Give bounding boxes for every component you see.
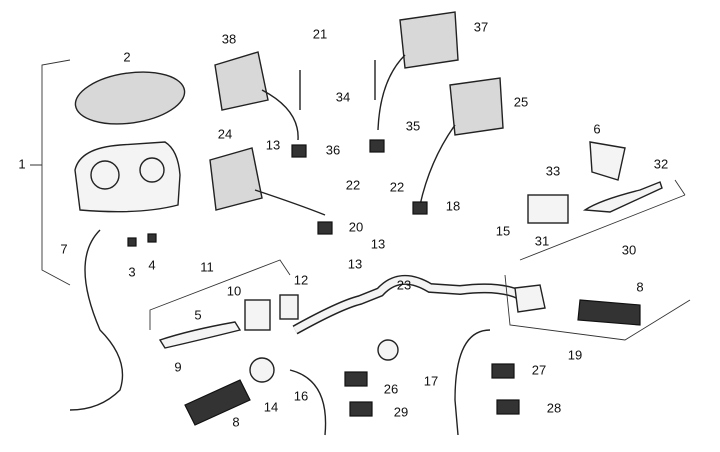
lever-bracket-12 xyxy=(244,299,271,331)
switch-28 xyxy=(496,399,520,415)
bolts-34 xyxy=(299,60,376,110)
mirror-25-arm xyxy=(419,124,456,206)
callout-20: 20 xyxy=(349,219,363,234)
mirror-38-arm xyxy=(261,89,299,141)
callout-21: 21 xyxy=(313,26,327,41)
speedometer-cable xyxy=(69,229,124,411)
callout-7: 7 xyxy=(60,241,67,256)
mirror-37 xyxy=(399,11,459,69)
callout-24: 24 xyxy=(218,126,232,141)
callout-25: 25 xyxy=(514,94,528,109)
group-bracket-1 xyxy=(30,59,71,286)
callout-35: 35 xyxy=(406,118,420,133)
throttle-housing xyxy=(514,284,546,313)
mirror-25 xyxy=(449,77,504,136)
callout-23: 23 xyxy=(397,277,411,292)
nut-4 xyxy=(147,233,157,243)
callout-34: 34 xyxy=(336,89,350,104)
callout-6: 6 xyxy=(593,121,600,136)
cable-16 xyxy=(289,369,327,436)
gauge-dial xyxy=(139,157,165,183)
speedometer-dial xyxy=(90,160,120,190)
handlebar-clamp xyxy=(377,339,399,361)
adapter-35 xyxy=(369,139,385,153)
callout-5: 5 xyxy=(194,307,201,322)
callout-3: 3 xyxy=(128,264,135,279)
nut-3 xyxy=(127,237,137,247)
callout-28: 28 xyxy=(547,400,561,415)
reservoir-cover-6 xyxy=(589,141,626,181)
clutch-lever-9 xyxy=(158,321,242,349)
callout-30: 30 xyxy=(622,242,636,257)
callout-26: 26 xyxy=(384,381,398,396)
callout-22: 22 xyxy=(346,177,360,192)
right-grip xyxy=(577,299,641,326)
callout-22: 22 xyxy=(390,179,404,194)
callout-13: 13 xyxy=(371,236,385,251)
callout-13: 13 xyxy=(348,256,362,271)
brake-lever-32 xyxy=(582,181,663,213)
adapter-36 xyxy=(291,144,307,158)
master-cylinder xyxy=(527,194,569,224)
instrument-cover xyxy=(74,71,186,125)
group-bracket-19 xyxy=(504,274,691,341)
callout-17: 17 xyxy=(424,373,438,388)
mirror-24-arm xyxy=(254,189,326,216)
callout-2: 2 xyxy=(123,49,130,64)
switch-block xyxy=(279,294,299,320)
callout-31: 31 xyxy=(535,233,549,248)
callout-8: 8 xyxy=(636,279,643,294)
callout-11: 11 xyxy=(200,259,214,274)
callout-38: 38 xyxy=(222,31,236,46)
group-bracket-11 xyxy=(149,259,291,330)
switch-26 xyxy=(344,371,368,387)
callout-32: 32 xyxy=(654,156,668,171)
switch-housing-14 xyxy=(249,357,275,383)
callout-27: 27 xyxy=(532,362,546,377)
callout-1: 1 xyxy=(18,156,25,171)
callout-8: 8 xyxy=(232,414,239,429)
handlebar xyxy=(293,276,522,334)
cable-17 xyxy=(454,329,491,436)
mirror-24 xyxy=(209,147,263,211)
callout-19: 19 xyxy=(568,347,582,362)
callout-13: 13 xyxy=(266,137,280,152)
callout-16: 16 xyxy=(294,388,308,403)
callout-9: 9 xyxy=(174,359,181,374)
adapter-20 xyxy=(317,221,333,235)
adapter-18 xyxy=(412,201,428,215)
group-bracket-30 xyxy=(519,179,686,261)
left-grip-8 xyxy=(184,379,251,426)
callout-14: 14 xyxy=(264,399,278,414)
switch-29 xyxy=(349,401,373,417)
callout-12: 12 xyxy=(294,272,308,287)
callout-10: 10 xyxy=(227,283,241,298)
callout-18: 18 xyxy=(446,198,460,213)
mirror-38 xyxy=(214,51,269,111)
callout-29: 29 xyxy=(394,404,408,419)
callout-4: 4 xyxy=(148,257,155,272)
callout-36: 36 xyxy=(326,142,340,157)
switch-27 xyxy=(491,363,515,379)
callout-37: 37 xyxy=(474,19,488,34)
mirror-37-arm xyxy=(377,54,406,131)
callout-33: 33 xyxy=(546,163,560,178)
callout-15: 15 xyxy=(496,223,510,238)
